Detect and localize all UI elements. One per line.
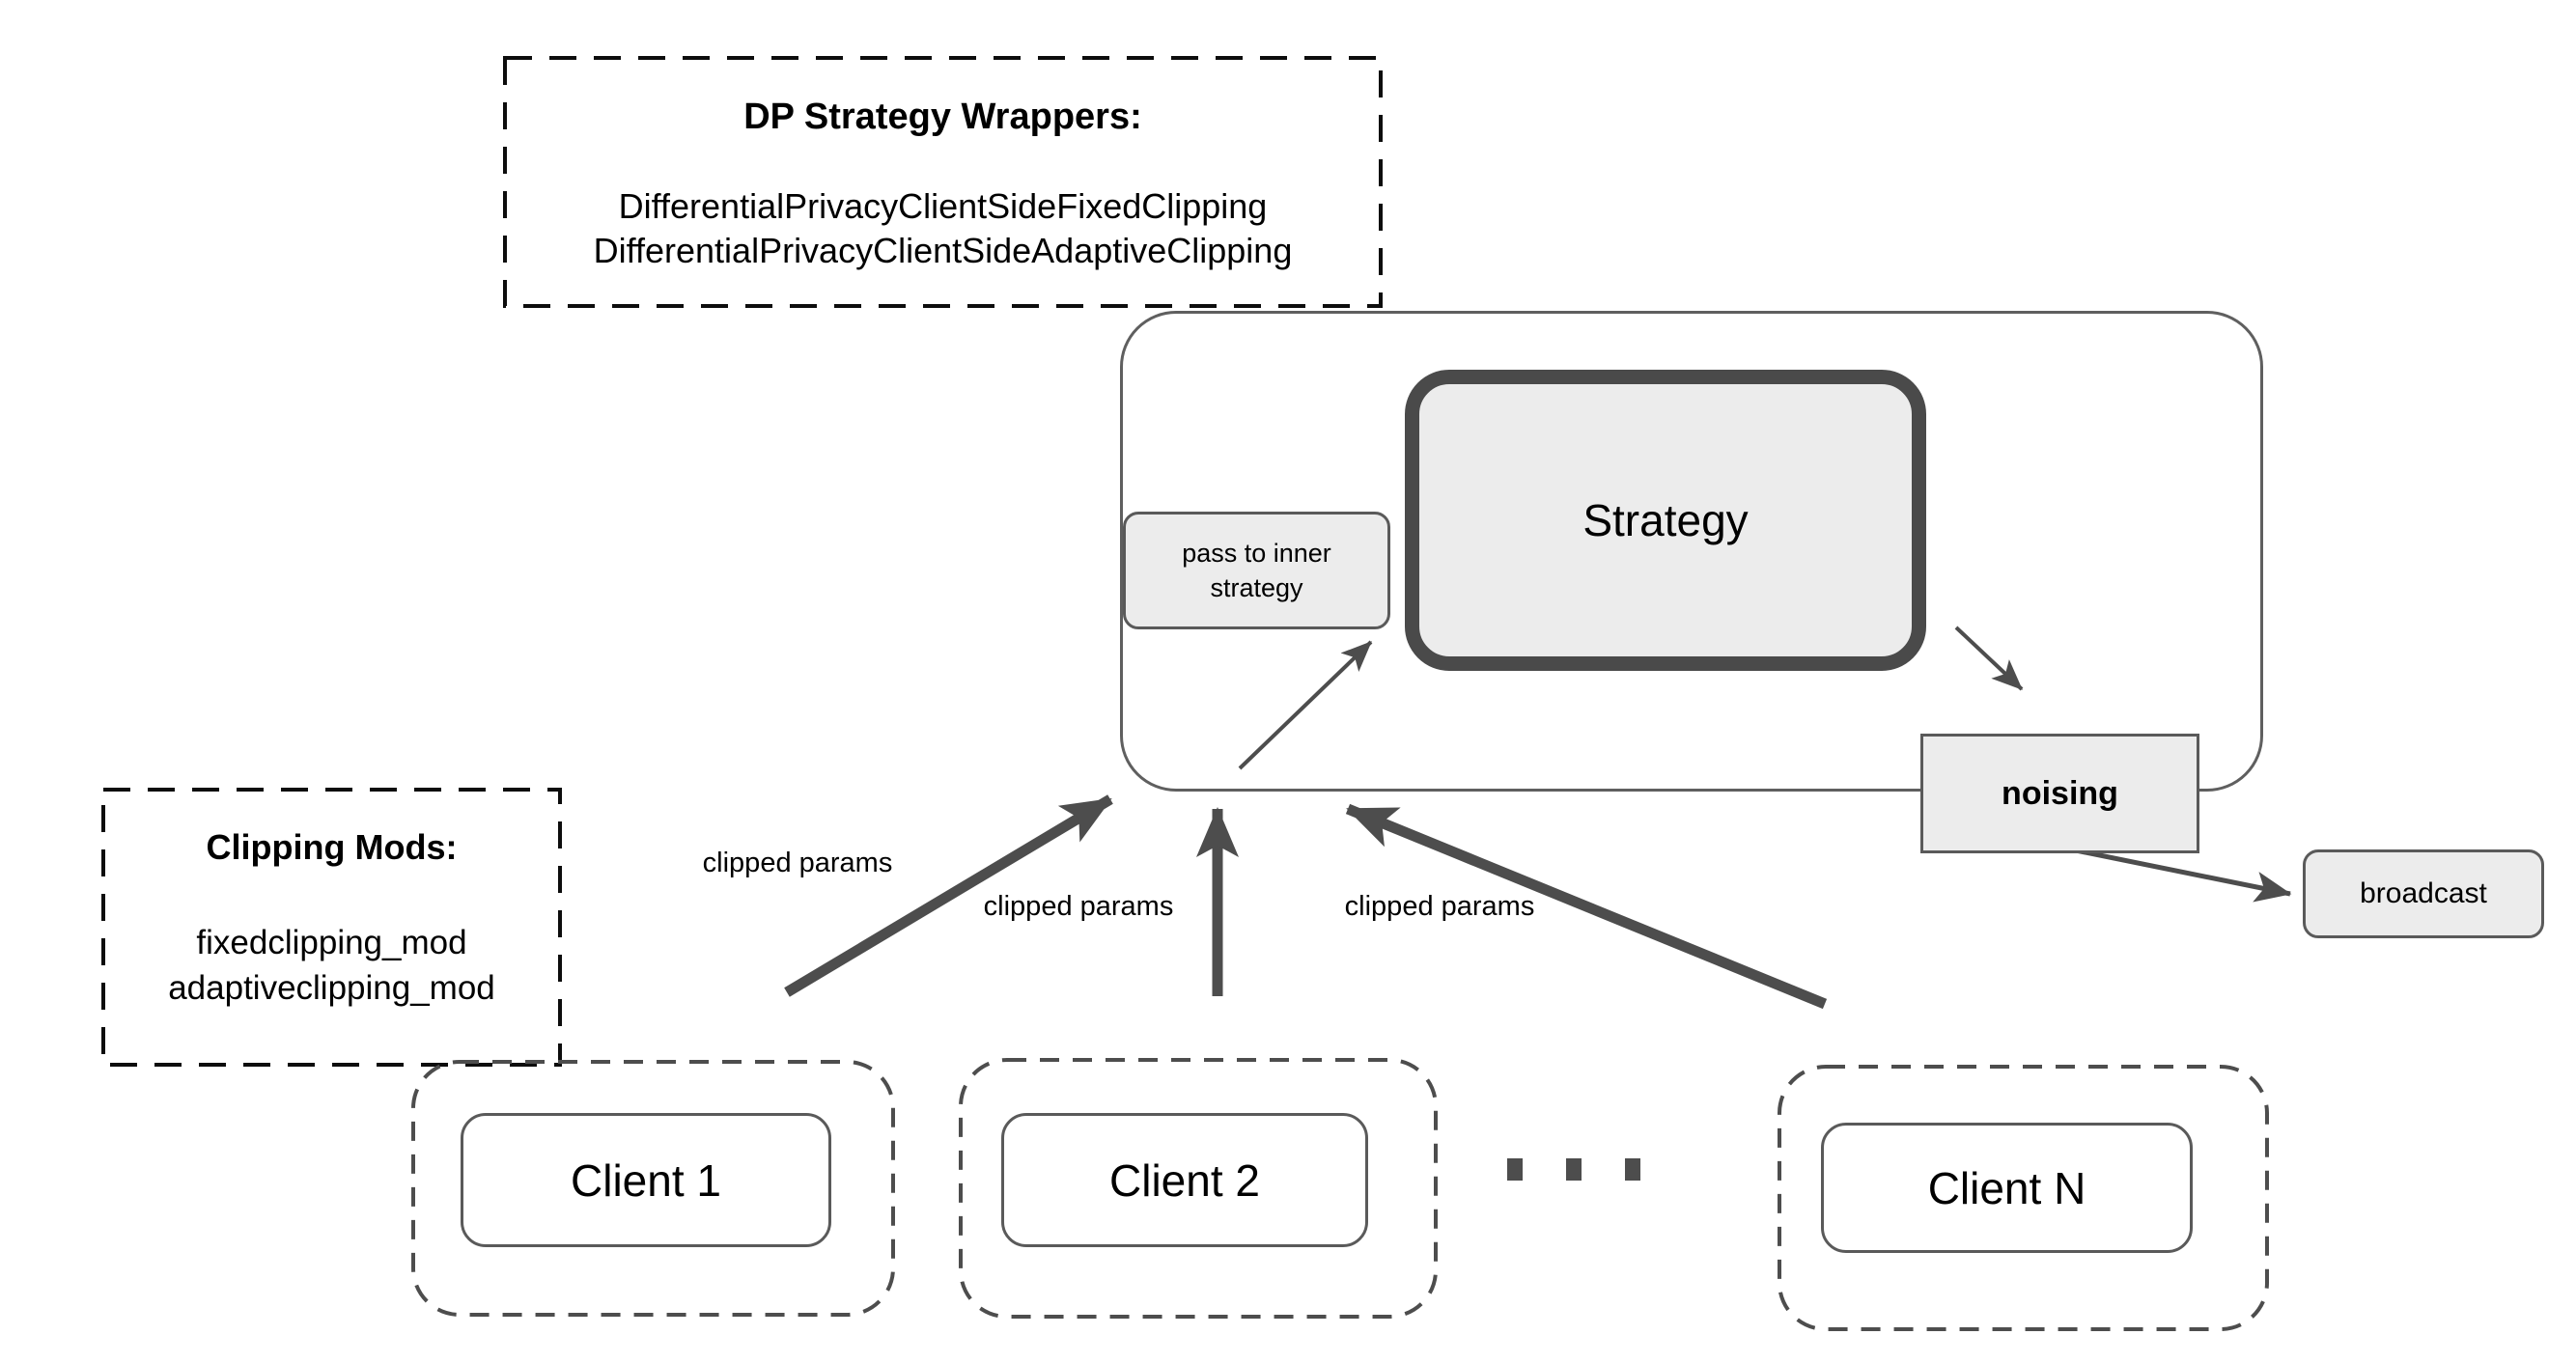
clipped-params-arrow-1 [784,794,1113,997]
client-1-label: Client 1 [571,1154,721,1206]
server-wrapper-container [1120,311,2263,792]
noising-box: noising [1920,734,2199,853]
strategy-box: Strategy [1405,370,1926,671]
clipping-mods-title: Clipping Mods: [206,827,458,867]
dp-wrapper-item: DifferentialPrivacyClientSideAdaptiveCli… [593,231,1293,270]
client-n-label: Client N [1927,1162,2086,1213]
dp-wrapper-item: DifferentialPrivacyClientSideFixedClippi… [618,186,1268,226]
dp-wrappers-items: DifferentialPrivacyClientSideFixedClippi… [594,184,1293,273]
clipping-mods-items: fixedclipping_mod adaptiveclipping_mod [168,920,495,1011]
dp-wrappers-title: DP Strategy Wrappers: [743,97,1142,137]
clipped-params-label-1: clipped params [702,848,893,878]
clipping-mod-item: adaptiveclipping_mod [168,969,495,1007]
dp-wrappers-box: DP Strategy Wrappers: DifferentialPrivac… [505,58,1381,306]
pass-to-inner-arrow [1238,640,1373,770]
client-2-label: Client 2 [1109,1154,1260,1206]
clipped-params-label-2: clipped params [983,891,1174,922]
clipped-params-label-3: clipped params [1344,891,1535,922]
client-2-box: Client 2 [1001,1113,1368,1247]
noising-to-broadcast-arrow [2070,847,2292,903]
ellipsis-dot [1566,1158,1582,1181]
noising-label: noising [2002,774,2118,812]
client-2-dashed-outline [959,1058,1438,1319]
client-n-dashed-outline [1778,1065,2269,1331]
pass-to-inner-strategy-box: pass to inner strategy [1123,512,1390,629]
strategy-label: Strategy [1582,495,1749,545]
ellipsis-dot [1625,1158,1640,1181]
client-1-dashed-outline [411,1060,895,1317]
clipped-params-arrow-3 [1345,803,1828,1010]
clipping-mods-outline [101,788,562,1067]
dp-wrappers-outline [503,56,1383,308]
pass-to-inner-strategy-label: pass to inner strategy [1182,539,1331,602]
strategy-to-noising-arrow [1954,626,2024,691]
client-1-box: Client 1 [461,1113,831,1247]
broadcast-box: broadcast [2303,849,2544,938]
ellipsis-dot [1507,1158,1523,1181]
clipping-mod-item: fixedclipping_mod [196,924,467,961]
clipping-mods-box: Clipping Mods: fixedclipping_mod adaptiv… [103,790,560,1065]
client-n-box: Client N [1821,1123,2193,1253]
broadcast-label: broadcast [2360,877,2487,909]
